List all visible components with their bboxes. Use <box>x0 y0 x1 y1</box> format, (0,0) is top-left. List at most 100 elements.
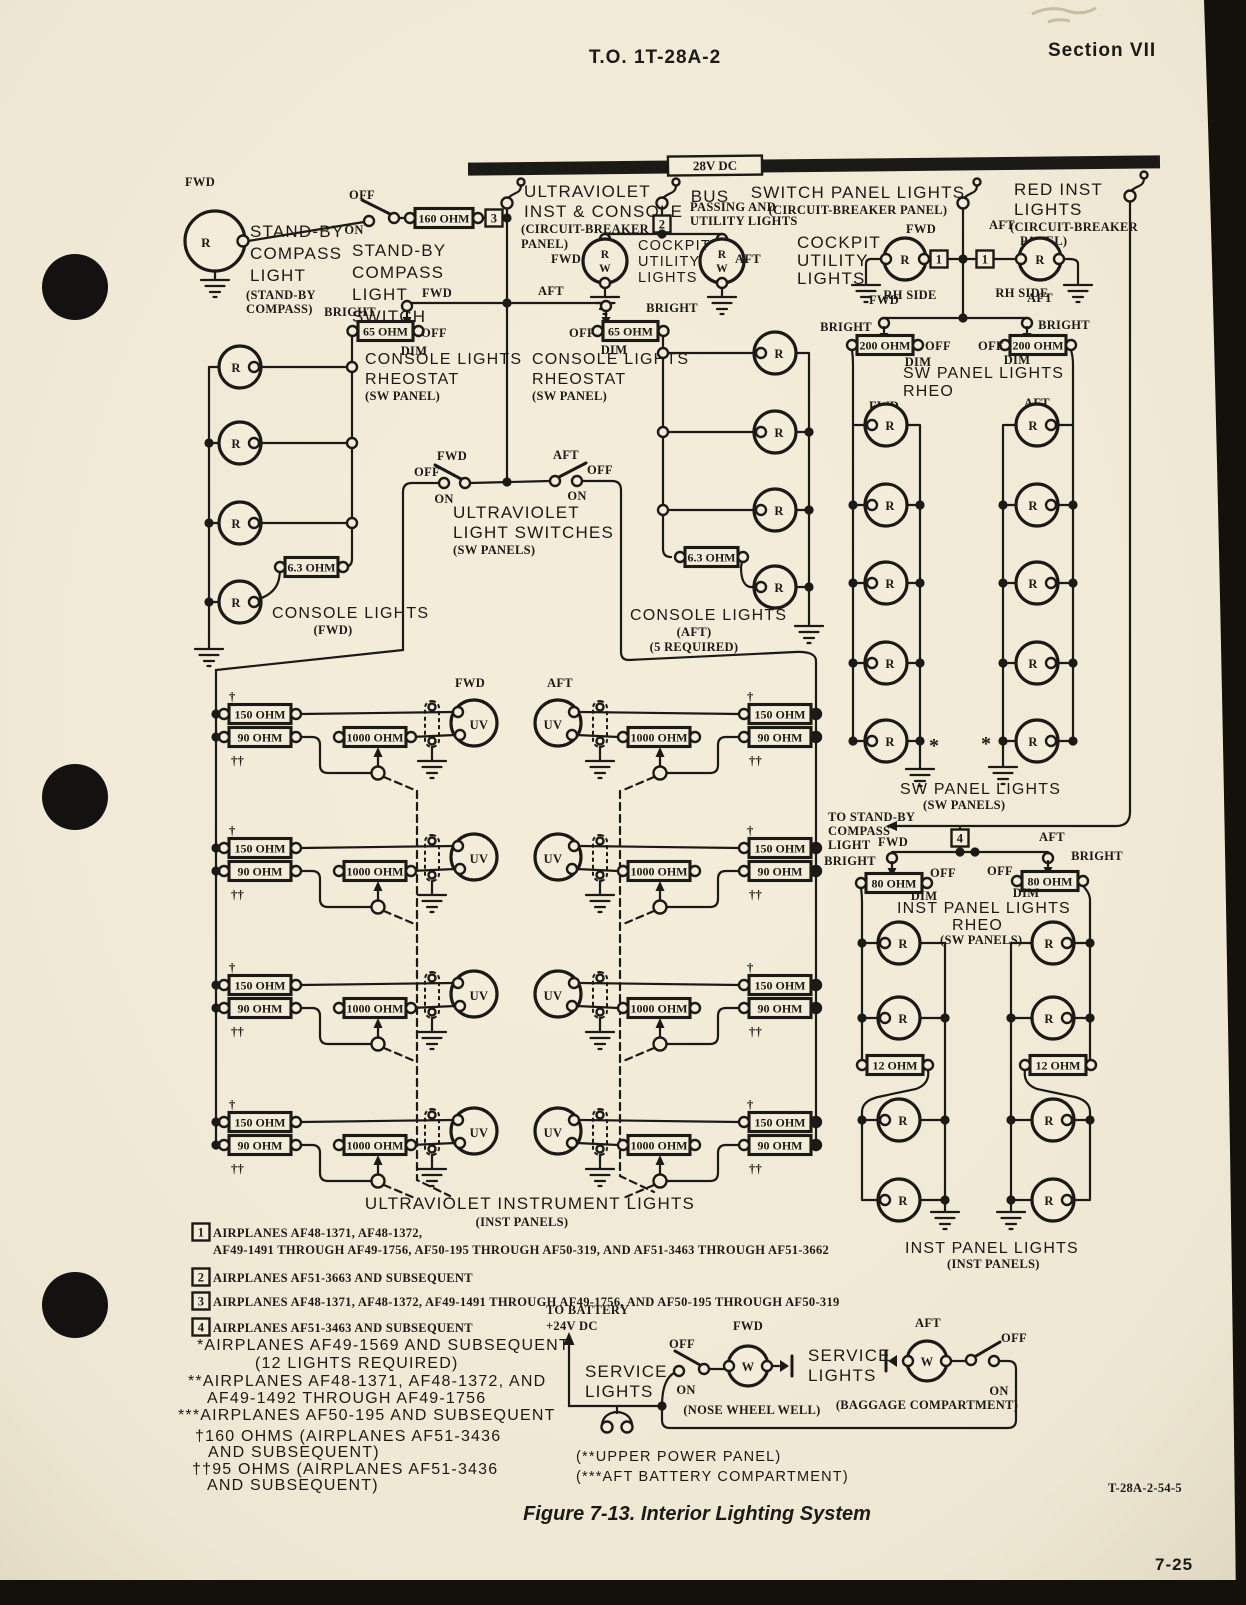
connector-half <box>780 1360 789 1372</box>
star-note: **AIRPLANES AF48-1371, AF48-1372, AND <box>188 1373 546 1390</box>
lamp <box>863 402 909 448</box>
lamp <box>863 718 909 764</box>
star-note: *AIRPLANES AF49-1569 AND SUBSEQUENT <box>197 1337 570 1354</box>
label-baggage-compartment: (BAGGAGE COMPARTMENT) <box>836 1398 1018 1412</box>
switch-blade <box>433 463 463 481</box>
svg-text:4: 4 <box>198 1321 205 1335</box>
svg-text:1: 1 <box>198 1226 205 1240</box>
label-fwd: FWD <box>733 1319 763 1333</box>
label-off: OFF <box>925 339 951 353</box>
lamp <box>863 482 909 528</box>
passing-utility-section: 2 PASSING AND UTILITY LIGHTS R W R W FWD… <box>551 200 798 316</box>
lamp-letter: W <box>716 263 728 275</box>
service-lights-section: TO BATTERY +24V DC SERVICE LIGHTS OFF ON… <box>546 1303 1182 1495</box>
label-bus: BUS <box>691 187 730 206</box>
label-aft: AFT <box>735 252 761 266</box>
label-off: OFF <box>669 1337 695 1351</box>
label-battery-voltage: +24V DC <box>546 1319 598 1333</box>
label-service-lights: LIGHTS <box>808 1366 877 1385</box>
resistor-65ohm <box>590 319 671 343</box>
label-aft: AFT <box>547 676 573 690</box>
console-rheostats: FWD AFT BRIGHT OFF DIM CONSOLE LIGHTS RH… <box>324 213 698 487</box>
lamp <box>1014 402 1060 448</box>
label-fwd: FWD <box>878 835 908 849</box>
label-fwd: FWD <box>906 222 936 236</box>
label-dim: DIM <box>1013 886 1040 900</box>
switch-blade <box>673 1349 702 1367</box>
label-on: ON <box>567 489 586 503</box>
label-dim: DIM <box>401 344 428 358</box>
resistor-200ohm <box>998 333 1078 357</box>
label-red-inst-breaker: LIGHTS <box>1014 200 1083 219</box>
dc-bus-bar: 28V DC <box>467 154 1161 177</box>
label-uv-switches-sub: (SW PANELS) <box>453 543 535 557</box>
lamp <box>1014 236 1066 282</box>
label-service-lights: LIGHTS <box>585 1382 654 1401</box>
label-cockpit-utility: COCKPIT <box>797 233 881 252</box>
lamp <box>1014 482 1060 528</box>
inst-panel-lights: TO STAND-BY COMPASS LIGHT 4 FWD AFT BRIG… <box>824 810 1123 1271</box>
label-to-battery: TO BATTERY <box>546 1303 629 1317</box>
label-uv-switches: ULTRAVIOLET <box>453 503 580 522</box>
note-tag-1: 1 <box>191 1222 211 1242</box>
label-aft-battery-compartment: (***AFT BATTERY COMPARTMENT) <box>576 1469 849 1485</box>
label-inst-panel-rheo: RHEO <box>952 917 1003 934</box>
label-off: OFF <box>587 463 613 477</box>
standby-compass-section: FWD R OFF ON 3 STAND-BY COMPASS LIGHT (S… <box>183 175 504 326</box>
note-line: AIRPLANES AF48-1371, AF48-1372, AF49-149… <box>213 1295 840 1309</box>
label-nose-wheel-well: (NOSE WHEEL WELL) <box>683 1403 820 1417</box>
label-aft: AFT <box>1039 830 1065 844</box>
svg-text:1: 1 <box>982 253 989 267</box>
label-uv-breaker: INST & CONSOLE <box>524 202 683 221</box>
bus-voltage: 28V DC <box>693 158 737 173</box>
label-cockpit-utility: UTILITY <box>638 254 700 270</box>
lamp <box>876 1177 922 1223</box>
applicability-notes: 1 AIRPLANES AF48-1371, AF48-1372, AF49-1… <box>178 1222 840 1494</box>
label-standby-switch: COMPASS <box>352 263 444 282</box>
label-uv-breaker-sub: PANEL) <box>521 237 568 251</box>
lamp <box>1014 718 1060 764</box>
resistor-6.3ohm <box>273 555 350 579</box>
switch-blade <box>974 1340 1002 1358</box>
label-sw-panel-lights: SW PANEL LIGHTS <box>900 781 1061 798</box>
label-inst-panel-rheo-sub: (SW PANELS) <box>940 933 1022 947</box>
label-standby-light: LIGHT <box>250 266 306 285</box>
lamp-letter: W <box>599 263 611 275</box>
label-red-inst-breaker: RED INST <box>1014 180 1103 199</box>
lamp <box>217 420 263 466</box>
label-to-standby: TO STAND-BY <box>828 810 915 824</box>
binder-holes <box>42 254 108 1338</box>
label-console-lights-aft: CONSOLE LIGHTS <box>630 607 787 624</box>
star-note: (12 LIGHTS REQUIRED) <box>255 1355 459 1372</box>
label-sw-panel-rheo: RHEO <box>903 383 954 400</box>
label-fwd: FWD <box>185 175 215 189</box>
uv-light-switches: FWD OFF ON AFT OFF ON ULTRAVIOLET LIGHT … <box>414 448 613 557</box>
label-off: OFF <box>421 326 447 340</box>
label-fwd: FWD <box>422 286 452 300</box>
label-console-rheostat-sub: (SW PANEL) <box>532 389 607 403</box>
label-standby-light: COMPASS <box>250 244 342 263</box>
svg-text:2: 2 <box>198 1271 205 1285</box>
label-rh-side: RH SIDE <box>883 288 936 302</box>
switch-blade <box>360 198 392 216</box>
label-on: ON <box>344 223 363 237</box>
label-passing-utility: UTILITY LIGHTS <box>690 214 798 228</box>
note-line: AF49-1491 THROUGH AF49-1756, AF50-195 TH… <box>213 1243 829 1257</box>
label-fwd: FWD <box>455 676 485 690</box>
label-cockpit-utility: LIGHTS <box>797 269 866 288</box>
svg-text:1: 1 <box>936 253 943 267</box>
label-uv-breaker: ULTRAVIOLET <box>524 182 651 201</box>
lamp-letter: R <box>718 249 727 261</box>
terminal <box>656 346 670 360</box>
label-switch-panel-breaker: SWITCH PANEL LIGHTS <box>751 183 966 202</box>
label-standby-light: STAND-BY <box>250 222 344 241</box>
lamp <box>217 344 263 390</box>
label-console-lights-fwd: CONSOLE LIGHTS <box>272 605 429 622</box>
label-aft: AFT <box>989 218 1015 232</box>
note-line: AIRPLANES AF48-1371, AF48-1372, <box>213 1226 422 1240</box>
figure-caption: Figure 7-13. Interior Lighting System <box>523 1503 871 1525</box>
section-title: Section VII <box>1048 40 1156 61</box>
asterisk-note: * <box>981 733 991 755</box>
svg-text:2: 2 <box>659 218 666 232</box>
